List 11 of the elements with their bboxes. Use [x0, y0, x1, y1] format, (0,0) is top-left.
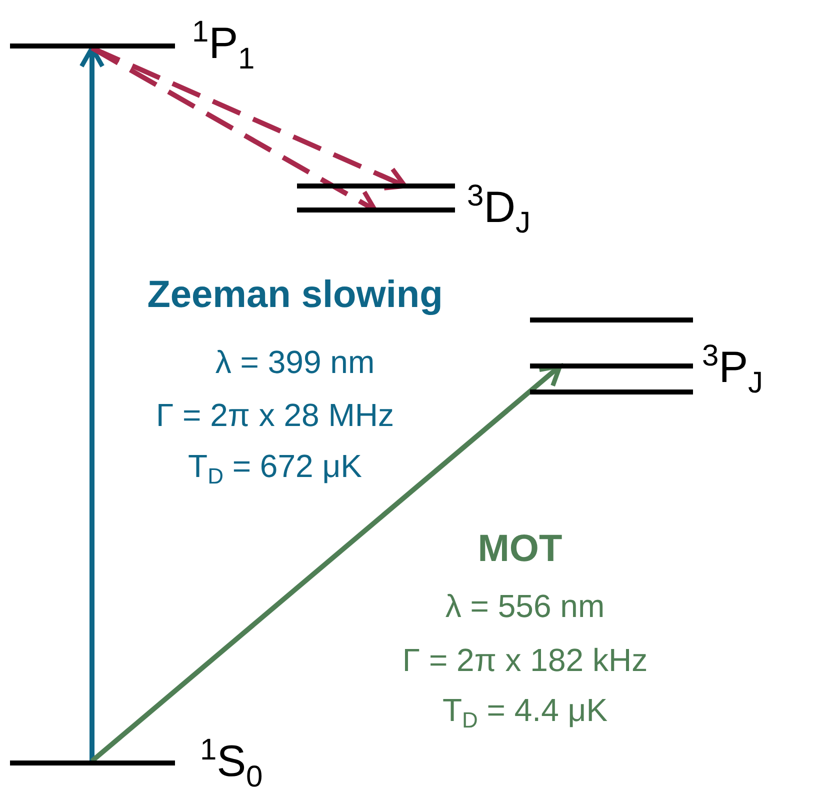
- transition-parameter: Γ = 2π x 182 kHz: [402, 644, 648, 676]
- transition-parameter: T$_{D}$ = 672 μK: [188, 450, 362, 482]
- transition-title: Zeeman slowing: [147, 276, 443, 314]
- transition-parameter: T$_{D}$ = 4.4 μK: [442, 694, 608, 726]
- level-label: $^{1}$P$_{1}$: [192, 22, 255, 66]
- transition-arrow: [90, 364, 562, 763]
- transition-title: MOT: [478, 530, 562, 568]
- transition-parameter: λ = 399 nm: [215, 346, 375, 378]
- transition-parameter: Γ = 2π x 28 MHz: [156, 399, 394, 431]
- transition-arrow: [79, 46, 105, 761]
- transition-parameter: λ = 556 nm: [445, 590, 605, 622]
